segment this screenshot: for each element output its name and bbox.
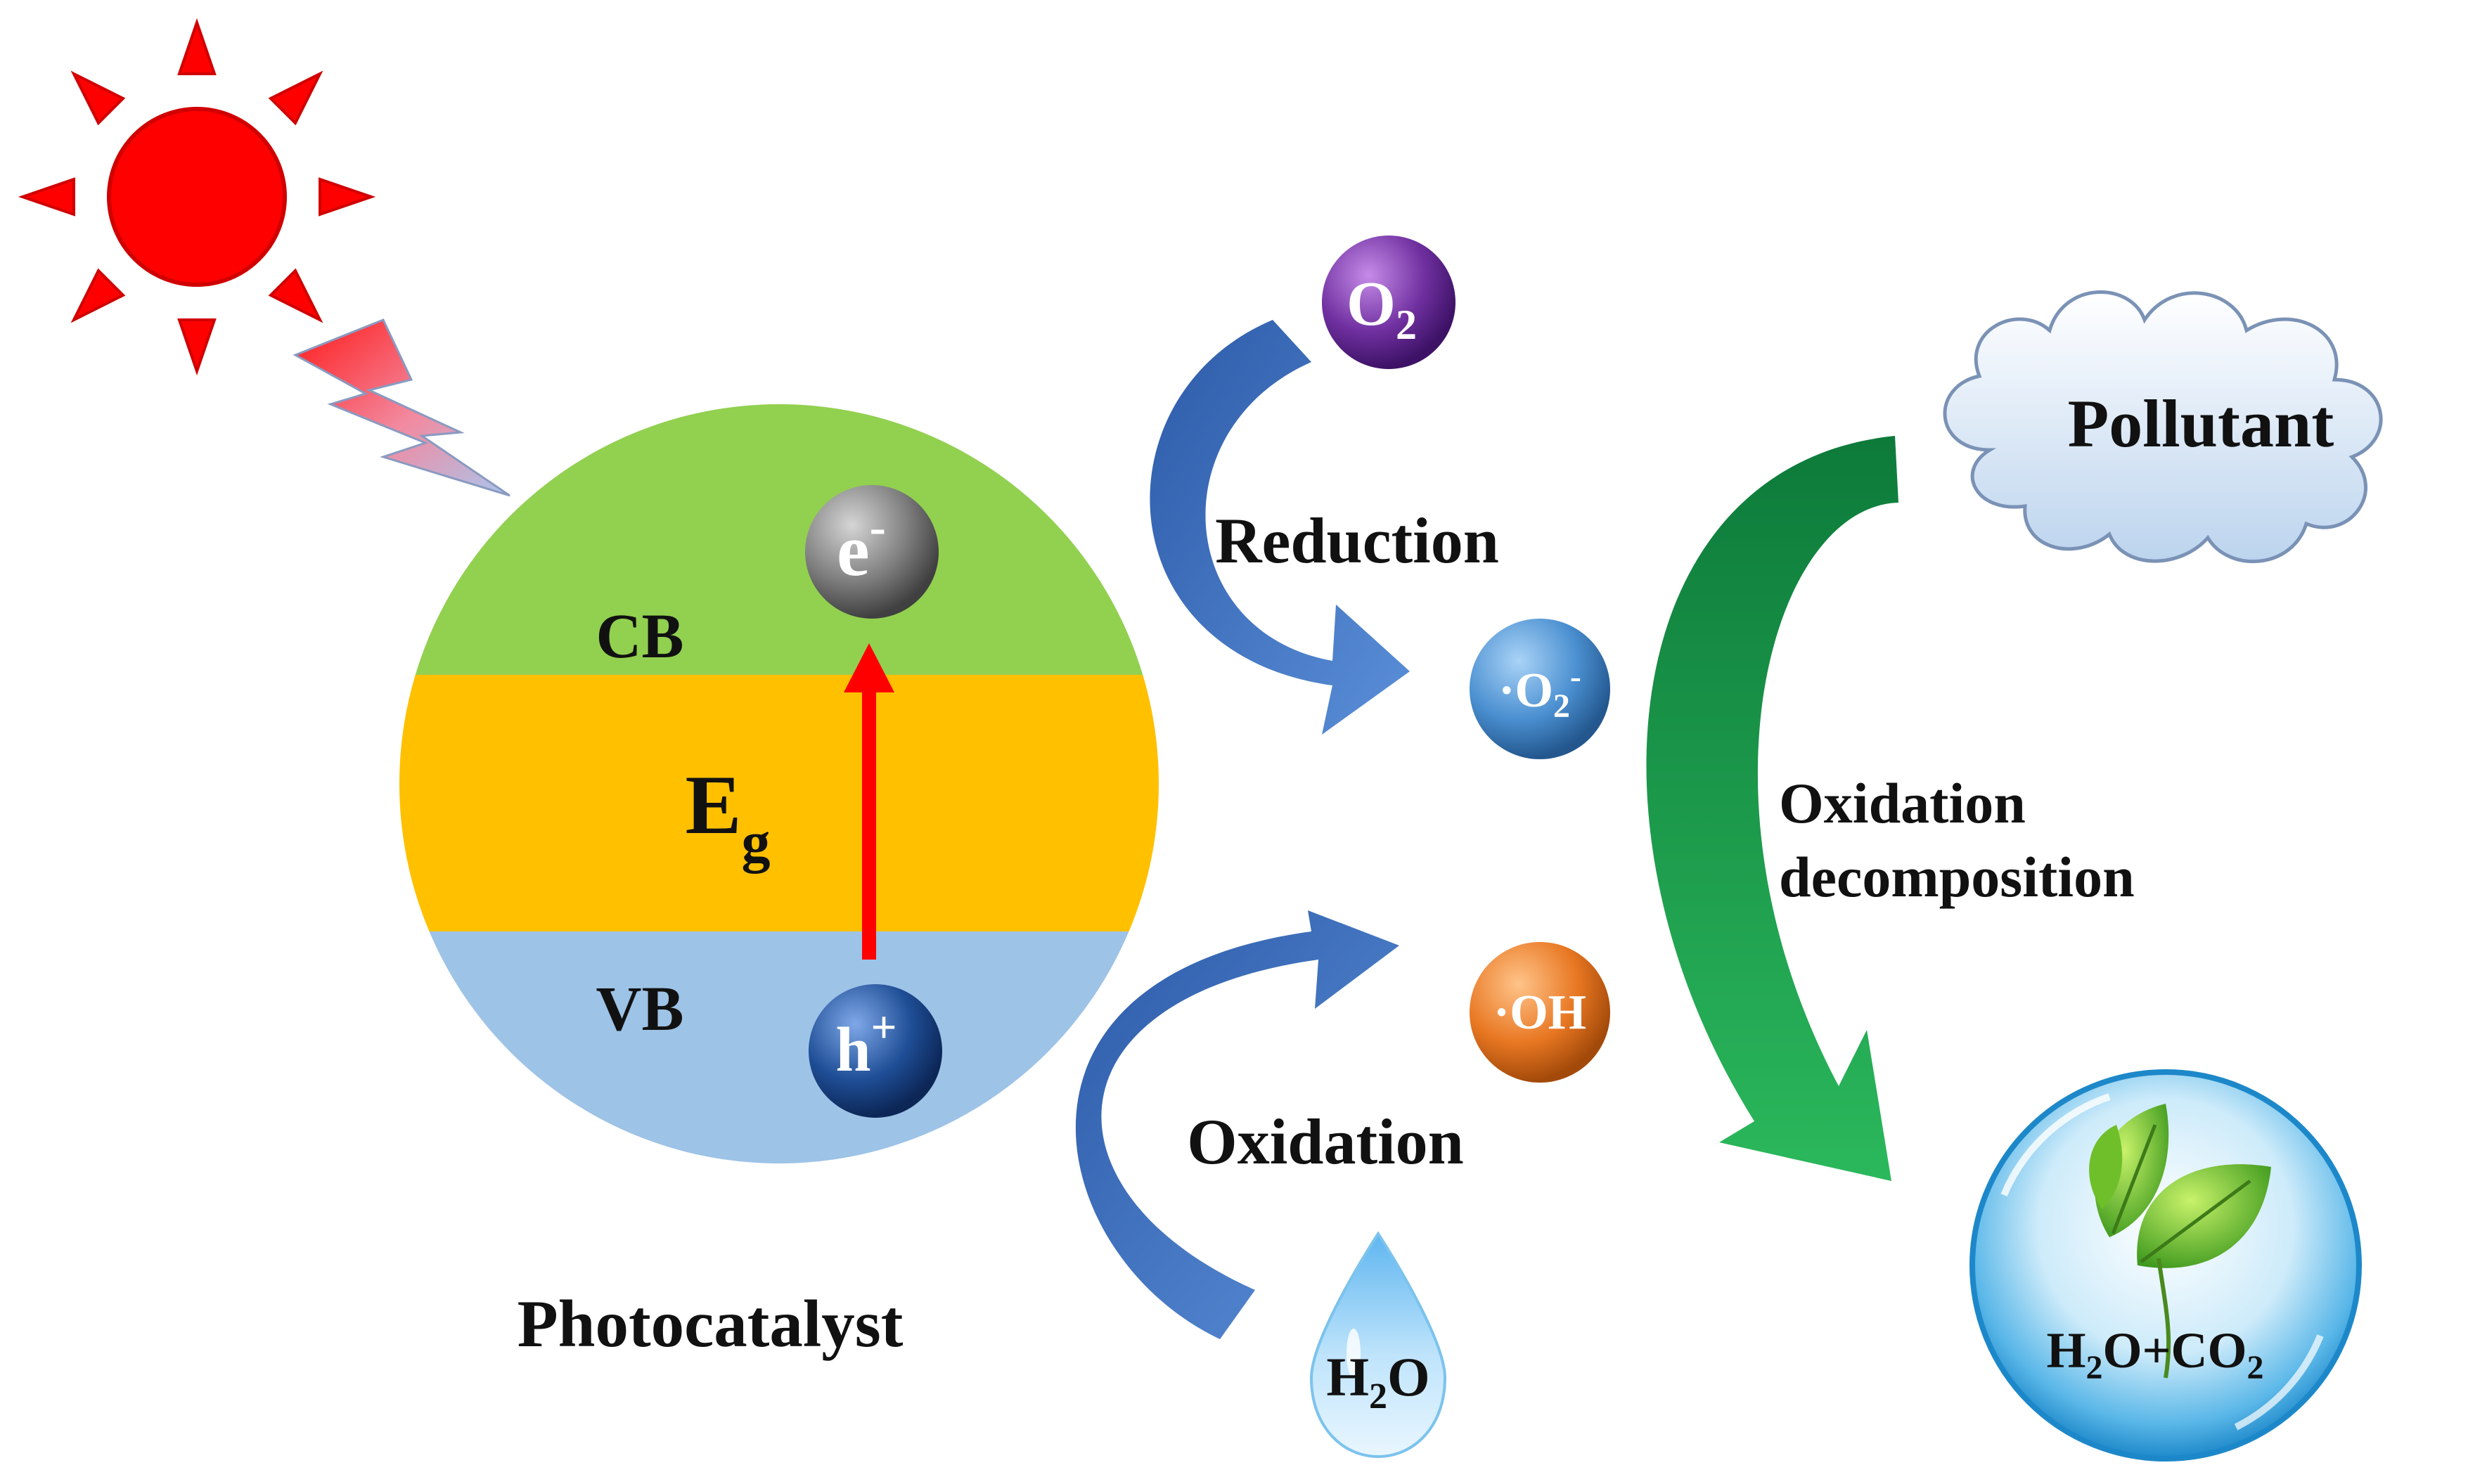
decomposition-arrow	[1646, 436, 1898, 1181]
svg-text:e-: e-	[837, 501, 886, 591]
o2-sphere: O2	[1322, 235, 1455, 369]
cloud-icon	[1943, 290, 2383, 564]
products-label: H2O+CO2	[2046, 1322, 2263, 1386]
hydroxyl-sphere: ·OH	[1470, 942, 1610, 1083]
svg-text:·O2-: ·O2-	[1498, 658, 1581, 725]
oxidation-arrow	[1075, 910, 1399, 1339]
oxidation-label: Oxidation	[1187, 1106, 1464, 1177]
vb-label: VB	[596, 974, 683, 1044]
hole-sphere: h+	[809, 984, 942, 1118]
valence-band	[399, 931, 1159, 1163]
water-drop-icon	[1309, 1231, 1447, 1459]
electron-sphere: e-	[805, 485, 939, 619]
svg-text:O2: O2	[1347, 269, 1417, 348]
photocatalyst-sphere	[399, 404, 1159, 1163]
band-gap	[399, 675, 1159, 931]
svg-text:h+: h+	[835, 1002, 896, 1085]
water-label: H2O	[1326, 1346, 1429, 1417]
reduction-label: Reduction	[1215, 505, 1499, 576]
lightning-icon	[293, 318, 510, 497]
pollutant-label: Pollutant	[2068, 386, 2334, 461]
svg-text:·OH: ·OH	[1493, 986, 1586, 1040]
excitation-arrow	[844, 643, 894, 960]
decomposition-label-line2: decomposition	[1779, 845, 2135, 909]
decomposition-label-line1: Oxidation	[1779, 771, 2026, 835]
band-gap-label: Eg	[685, 758, 770, 874]
photocatalyst-caption: Photocatalyst	[518, 1286, 904, 1361]
sun-icon	[18, 18, 376, 376]
reduction-arrow	[1150, 320, 1410, 735]
cb-label: CB	[596, 602, 683, 671]
conduction-band	[399, 404, 1159, 675]
globe-leaf-icon	[1969, 1069, 2362, 1462]
superoxide-sphere: ·O2-	[1470, 619, 1610, 759]
